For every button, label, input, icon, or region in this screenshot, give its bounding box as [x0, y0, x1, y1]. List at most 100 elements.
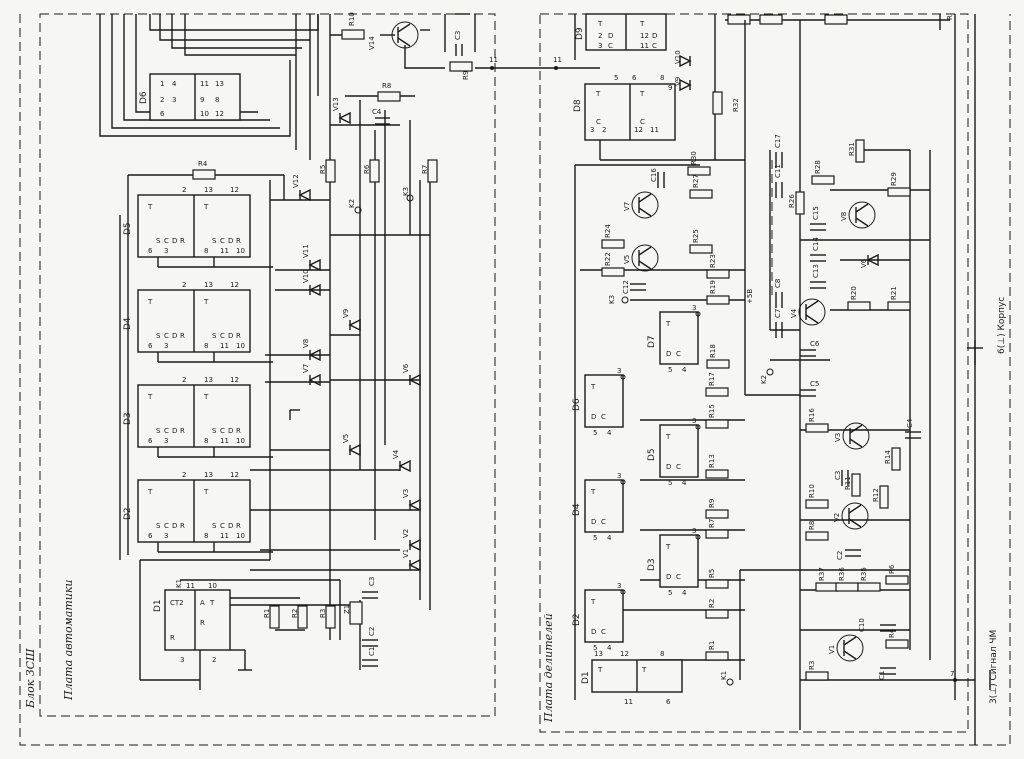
svg-text:S: S	[212, 427, 217, 435]
svg-text:11: 11	[220, 437, 229, 445]
svg-text:R13: R13	[708, 454, 716, 468]
svg-text:R3: R3	[319, 609, 327, 618]
transistor-v3-right: V3	[834, 422, 870, 450]
svg-text:3: 3	[180, 656, 184, 664]
resistor-r30-right: R30	[687, 151, 711, 176]
svg-text:C: C	[652, 42, 657, 50]
svg-text:V9: V9	[342, 309, 350, 318]
svg-text:C: C	[164, 332, 169, 340]
svg-text:R: R	[170, 634, 175, 642]
svg-text:S: S	[156, 237, 161, 245]
svg-text:3: 3	[692, 527, 696, 535]
svg-text:4: 4	[172, 80, 177, 88]
block-border	[19, 14, 1011, 746]
resistor-r13-right: R13	[705, 454, 729, 479]
right-diodes-top: V10 V9 R32	[674, 50, 740, 115]
svg-text:R21: R21	[890, 286, 898, 300]
transistor-v8-right: V8	[840, 201, 876, 229]
svg-text:R5: R5	[319, 165, 327, 174]
svg-text:R9: R9	[708, 499, 716, 508]
svg-text:T: T	[209, 599, 215, 607]
svg-text:10: 10	[200, 110, 209, 118]
resistor-r26-right: R26	[788, 191, 805, 215]
svg-text:D4: D4	[572, 503, 582, 516]
svg-text:8: 8	[660, 650, 664, 658]
svg-text:D: D	[591, 518, 596, 526]
svg-text:T: T	[641, 666, 647, 674]
svg-text:3: 3	[164, 247, 168, 255]
svg-text:V10: V10	[674, 50, 682, 64]
svg-text:R8: R8	[808, 521, 816, 530]
svg-text:11: 11	[220, 247, 229, 255]
svg-text:A: A	[200, 599, 205, 607]
svg-text:V11: V11	[302, 244, 310, 258]
resistor-r11-right: R11	[844, 473, 861, 497]
svg-text:D9: D9	[575, 27, 585, 40]
svg-text:C: C	[640, 118, 645, 126]
svg-text:C: C	[601, 413, 606, 421]
svg-text:C: C	[608, 42, 613, 50]
svg-text:R14: R14	[884, 450, 892, 464]
svg-text:C: C	[220, 332, 225, 340]
svg-text:T: T	[597, 20, 603, 28]
svg-text:D: D	[228, 237, 233, 245]
resistor-r10-right: R10	[805, 484, 829, 509]
resistor-r31-right: R31	[848, 139, 865, 163]
svg-text:V14: V14	[368, 36, 376, 50]
svg-text:R23: R23	[709, 254, 717, 268]
resistor-r8-right: R8	[805, 521, 829, 541]
svg-text:5: 5	[668, 366, 672, 374]
svg-text:2: 2	[182, 186, 186, 194]
svg-text:S: S	[212, 522, 217, 530]
svg-text:V10: V10	[302, 269, 310, 283]
svg-text:R7: R7	[708, 519, 716, 528]
svg-text:R18: R18	[709, 344, 717, 358]
svg-text:R15: R15	[708, 404, 716, 418]
svg-text:T: T	[595, 90, 601, 98]
svg-text:D: D	[666, 350, 671, 358]
automation-board-title: Плата автоматики	[62, 579, 75, 701]
svg-text:R3: R3	[808, 661, 816, 670]
svg-text:R: R	[180, 522, 185, 530]
diode-v13-left: V13	[332, 97, 351, 125]
svg-text:D: D	[591, 628, 596, 636]
svg-text:R: R	[236, 332, 241, 340]
svg-text:C: C	[220, 427, 225, 435]
svg-text:D3: D3	[647, 558, 657, 571]
svg-text:C: C	[676, 573, 681, 581]
svg-text:R9: R9	[462, 71, 470, 80]
svg-text:2: 2	[182, 471, 186, 479]
svg-text:R: R	[180, 332, 185, 340]
svg-text:5: 5	[668, 479, 672, 487]
svg-text:3: 3	[164, 437, 168, 445]
svg-text:2: 2	[182, 281, 186, 289]
svg-text:T: T	[597, 666, 603, 674]
svg-text:D: D	[172, 427, 177, 435]
svg-text:S: S	[156, 332, 161, 340]
svg-text:T: T	[665, 433, 671, 441]
diode-v2-left: V2	[402, 529, 421, 552]
svg-text:R16: R16	[808, 408, 816, 422]
svg-text:C4: C4	[906, 418, 914, 428]
svg-text:8: 8	[204, 247, 208, 255]
svg-text:D6: D6	[139, 91, 149, 104]
svg-text:R: R	[236, 522, 241, 530]
svg-text:R6: R6	[888, 564, 896, 574]
svg-text:6: 6	[148, 532, 153, 540]
svg-text:11: 11	[220, 532, 229, 540]
diode-v10-left: V10	[302, 269, 321, 297]
resistor-r37-right: R37	[815, 567, 839, 592]
svg-text:K3: K3	[608, 295, 616, 304]
svg-text:10: 10	[208, 582, 217, 590]
svg-text:R: R	[946, 15, 954, 20]
svg-text:4: 4	[682, 366, 687, 374]
svg-text:R29: R29	[890, 172, 898, 186]
svg-text:T: T	[639, 90, 645, 98]
svg-text:11: 11	[220, 342, 229, 350]
transistor-v1-right: V1	[828, 634, 864, 662]
